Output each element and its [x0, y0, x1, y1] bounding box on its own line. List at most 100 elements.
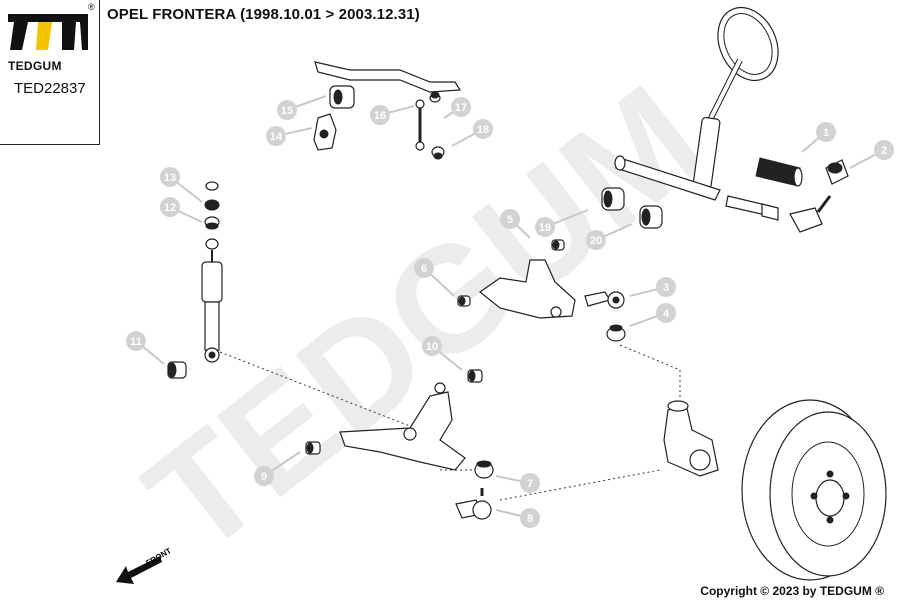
assembly-line — [219, 351, 421, 431]
wheel — [741, 399, 887, 581]
callout-19-badge — [535, 217, 555, 237]
tedgum-logo-icon — [8, 14, 88, 50]
callout-20-badge — [586, 230, 606, 250]
callout-6: 6 — [414, 258, 455, 297]
callout-11: 11 — [126, 331, 165, 365]
callout-12-label: 12 — [164, 202, 176, 214]
callout-10: 10 — [422, 336, 463, 371]
callout-13-label: 13 — [164, 172, 176, 184]
callout-7-label: 7 — [527, 478, 533, 490]
callout-15-badge — [277, 100, 297, 120]
callout-12: 12 — [160, 197, 203, 223]
callout-1-badge — [816, 122, 836, 142]
callout-7-badge — [520, 473, 540, 493]
link-bushing-top — [429, 91, 441, 103]
steering-rack — [614, 155, 779, 221]
upper-ball-joint — [584, 291, 625, 309]
callout-7: 7 — [495, 473, 540, 493]
callout-11-badge — [126, 331, 146, 351]
callout-20: 20 — [586, 223, 633, 250]
callout-6-label: 6 — [421, 263, 427, 275]
tie-rod-dust-cap — [825, 159, 849, 185]
page-title: OPEL FRONTERA (1998.10.01 > 2003.12.31) — [107, 6, 420, 23]
stabilizer-link — [415, 99, 425, 151]
part-code: TED22837 — [14, 80, 86, 97]
logo-brand: TEDGUM — [8, 59, 62, 73]
callout-10-badge — [422, 336, 442, 356]
steering-wheel — [692, 6, 779, 189]
callout-6-badge — [414, 258, 434, 278]
stabilizer-bushing — [329, 85, 355, 109]
callout-15: 15 — [277, 95, 327, 120]
callout-15-label: 15 — [281, 105, 293, 117]
lower-arm-bushing-front — [305, 441, 321, 455]
callout-17: 17 — [443, 97, 471, 119]
upper-control-arm — [478, 259, 576, 319]
rack-bushing-right — [639, 205, 663, 229]
front-label: FRONT — [145, 546, 173, 568]
callout-13-badge — [160, 167, 180, 187]
upper-ball-joint-boot — [606, 324, 626, 342]
registered-mark: ® — [88, 2, 95, 12]
callout-9-badge — [254, 466, 274, 486]
callout-1-label: 1 — [823, 127, 829, 139]
callout-17-badge — [451, 97, 471, 117]
callout-20-label: 20 — [590, 235, 602, 247]
callout-8-label: 8 — [527, 513, 533, 525]
stabilizer-clamp — [313, 113, 337, 151]
callout-3: 3 — [629, 277, 676, 297]
callout-2-badge — [874, 140, 894, 160]
callout-4-label: 4 — [663, 308, 670, 320]
callout-19: 19 — [535, 209, 589, 237]
lower-ball-joint — [455, 488, 492, 520]
callout-5: 5 — [500, 209, 531, 239]
callout-17-label: 17 — [455, 102, 467, 114]
assembly-line — [499, 469, 661, 501]
callout-5-badge — [500, 209, 520, 229]
callout-18-label: 18 — [477, 124, 489, 136]
callout-18: 18 — [451, 119, 493, 147]
callout-2: 2 — [849, 140, 894, 169]
upper-arm-bushing-rear — [551, 239, 565, 251]
rack-bushing-left — [601, 187, 625, 211]
callout-9-label: 9 — [261, 471, 267, 483]
callout-2-label: 2 — [881, 145, 887, 157]
front-arrow-icon: FRONT — [116, 546, 173, 584]
lower-arm-bushing-rear — [467, 369, 483, 383]
callout-14: 14 — [266, 126, 313, 146]
callout-8-badge — [520, 508, 540, 528]
callout-13: 13 — [160, 167, 203, 203]
shock-absorber — [201, 181, 223, 363]
stabilizer-bar — [314, 61, 462, 93]
callout-1: 1 — [801, 122, 836, 153]
callout-5-label: 5 — [507, 214, 513, 226]
callout-8: 8 — [495, 508, 540, 528]
lower-control-arm — [339, 382, 466, 471]
rack-boot — [755, 157, 803, 187]
lower-ball-joint-boot — [474, 460, 494, 479]
callout-16: 16 — [370, 105, 415, 125]
link-bushing-bottom — [431, 146, 445, 160]
callout-9: 9 — [254, 451, 301, 486]
upper-arm-bushing-front — [457, 295, 471, 307]
callout-19-label: 19 — [539, 222, 551, 234]
logo-box: ® TEDGUM TED22837 — [0, 0, 100, 145]
callout-14-badge — [266, 126, 286, 146]
shock-bushing — [167, 361, 187, 379]
callout-14-label: 14 — [270, 131, 283, 143]
steering-knuckle — [663, 400, 719, 477]
callout-11-label: 11 — [130, 336, 142, 348]
tie-rod-end — [789, 195, 832, 233]
callout-3-label: 3 — [663, 282, 669, 294]
callout-10-label: 10 — [426, 341, 438, 353]
callout-4: 4 — [629, 303, 676, 327]
callout-12-badge — [160, 197, 180, 217]
copyright: Copyright © 2023 by TEDGUM ® — [700, 584, 884, 598]
callout-4-badge — [656, 303, 676, 323]
assembly-line — [619, 344, 681, 400]
callout-16-label: 16 — [374, 110, 386, 122]
callout-3-badge — [656, 277, 676, 297]
callout-18-badge — [473, 119, 493, 139]
